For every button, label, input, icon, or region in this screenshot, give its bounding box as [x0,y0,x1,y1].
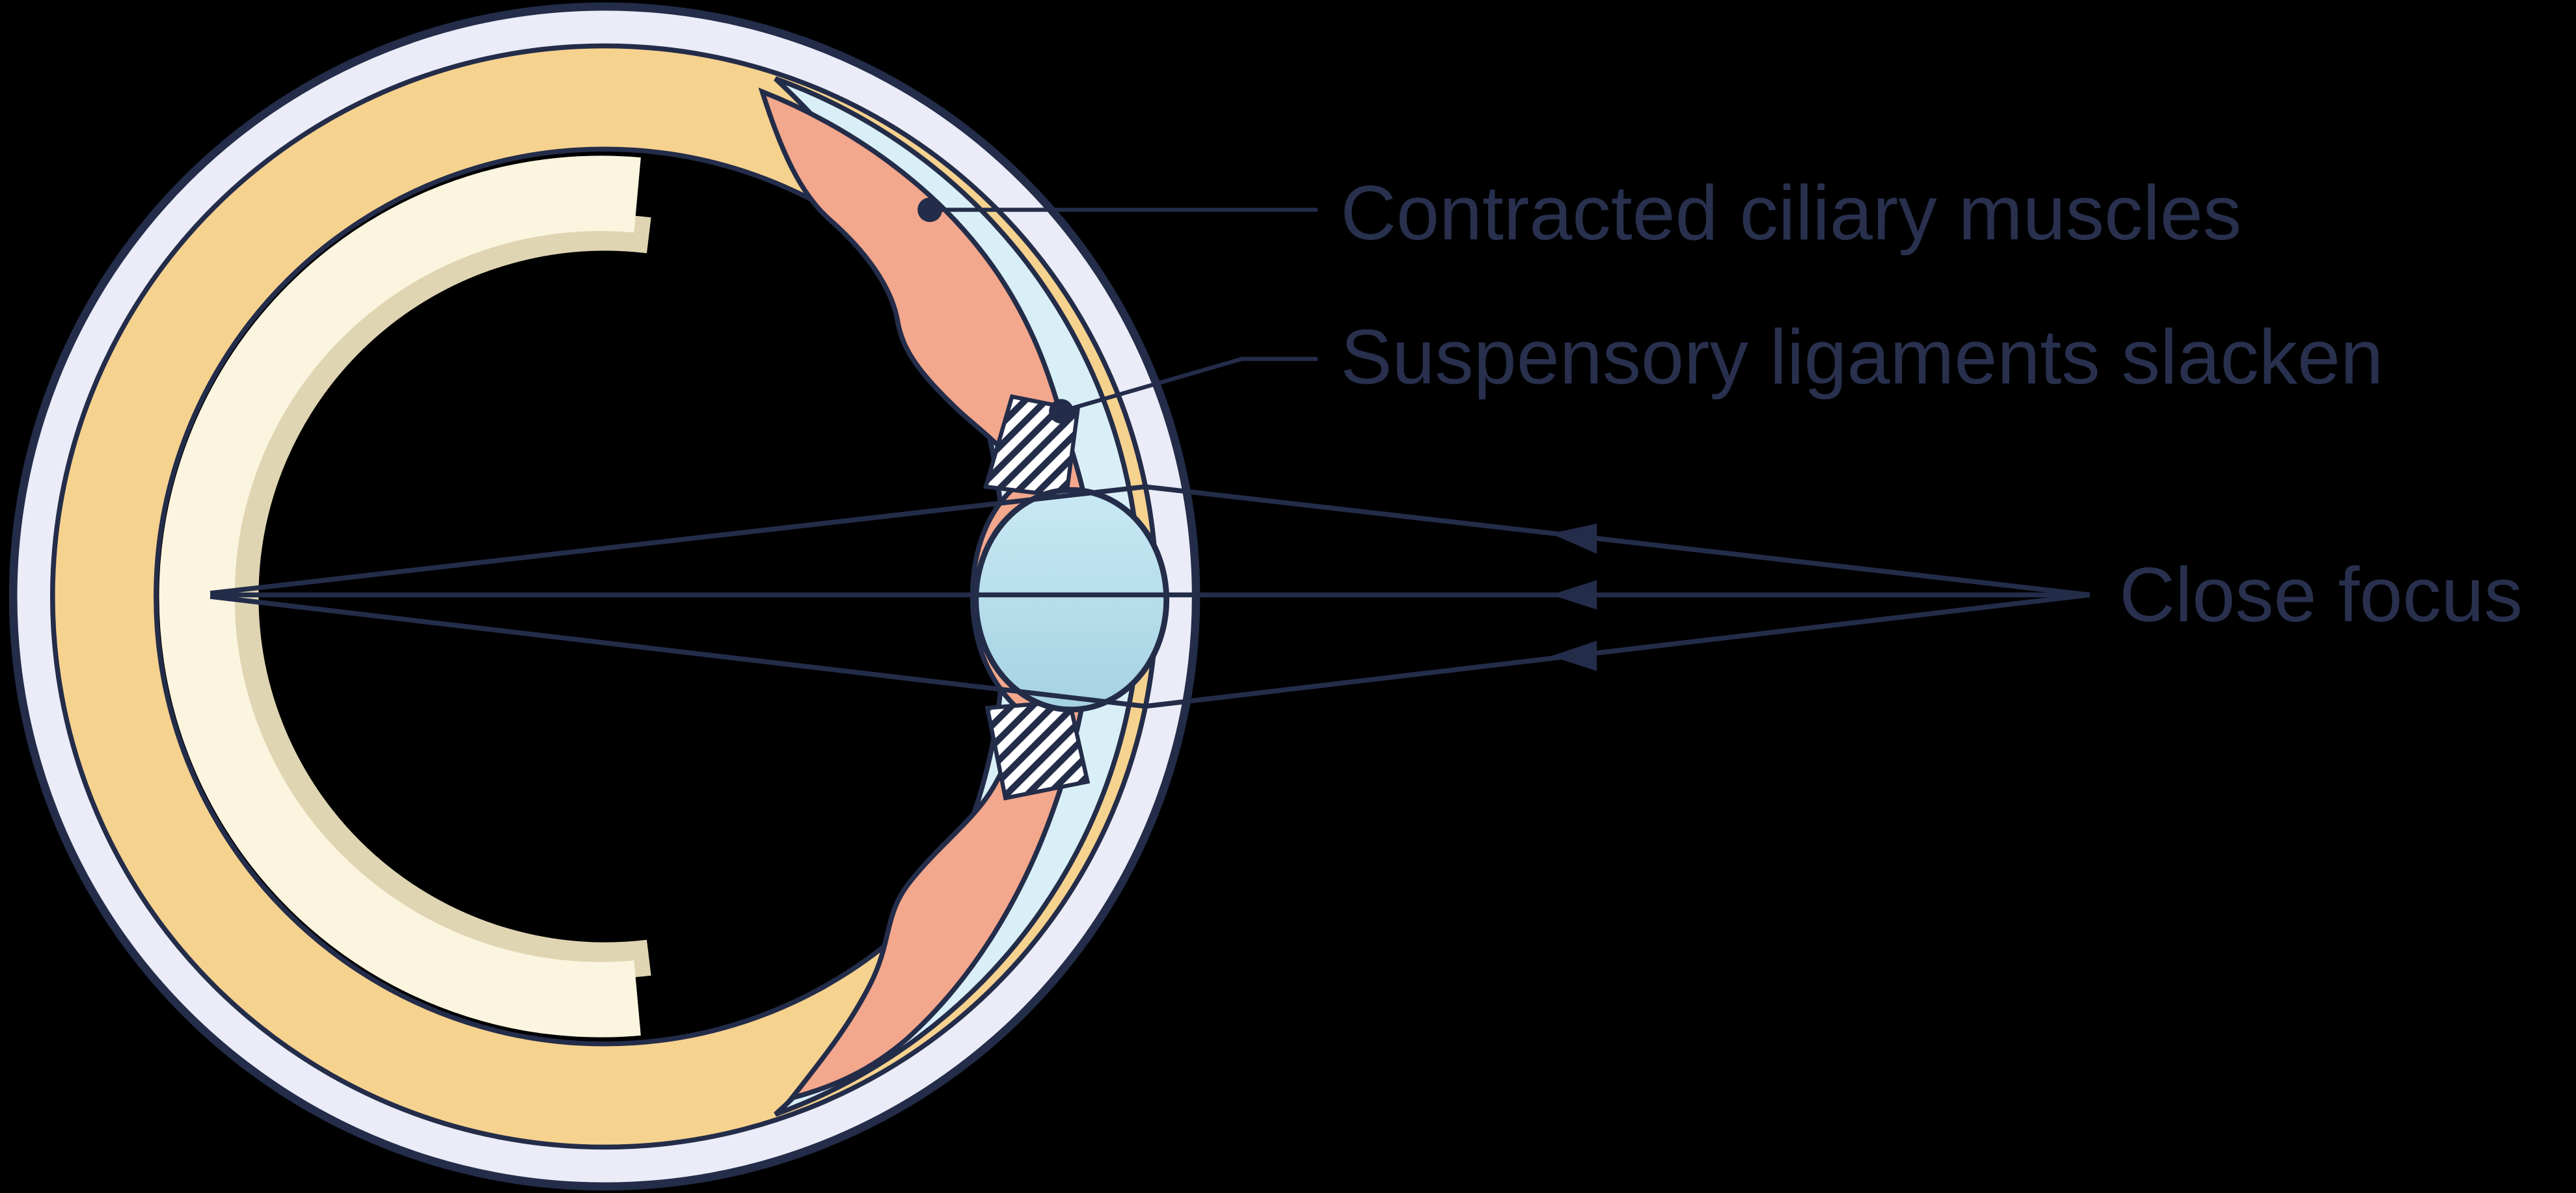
arrowhead-top [1551,523,1597,554]
retina-arc [159,155,641,1038]
light-ray-top [210,484,2091,598]
arrowhead-middle [1551,580,1597,610]
ligament-leader-line [1061,356,1318,414]
close-focus-label: Close focus [2119,552,2523,638]
arrowhead-bottom [1551,641,1597,671]
annotations: Contracted ciliary muscles Suspensory li… [917,170,2523,638]
suspensory-ligament-lower [984,699,1091,801]
light-rays [210,484,2091,709]
ciliary-label: Contracted ciliary muscles [1340,170,2242,256]
lens [973,487,1170,713]
light-ray-bottom [210,592,2091,709]
ciliary-muscle [758,87,1097,1103]
ligament-label: Suspensory ligaments slacken [1340,315,2383,401]
